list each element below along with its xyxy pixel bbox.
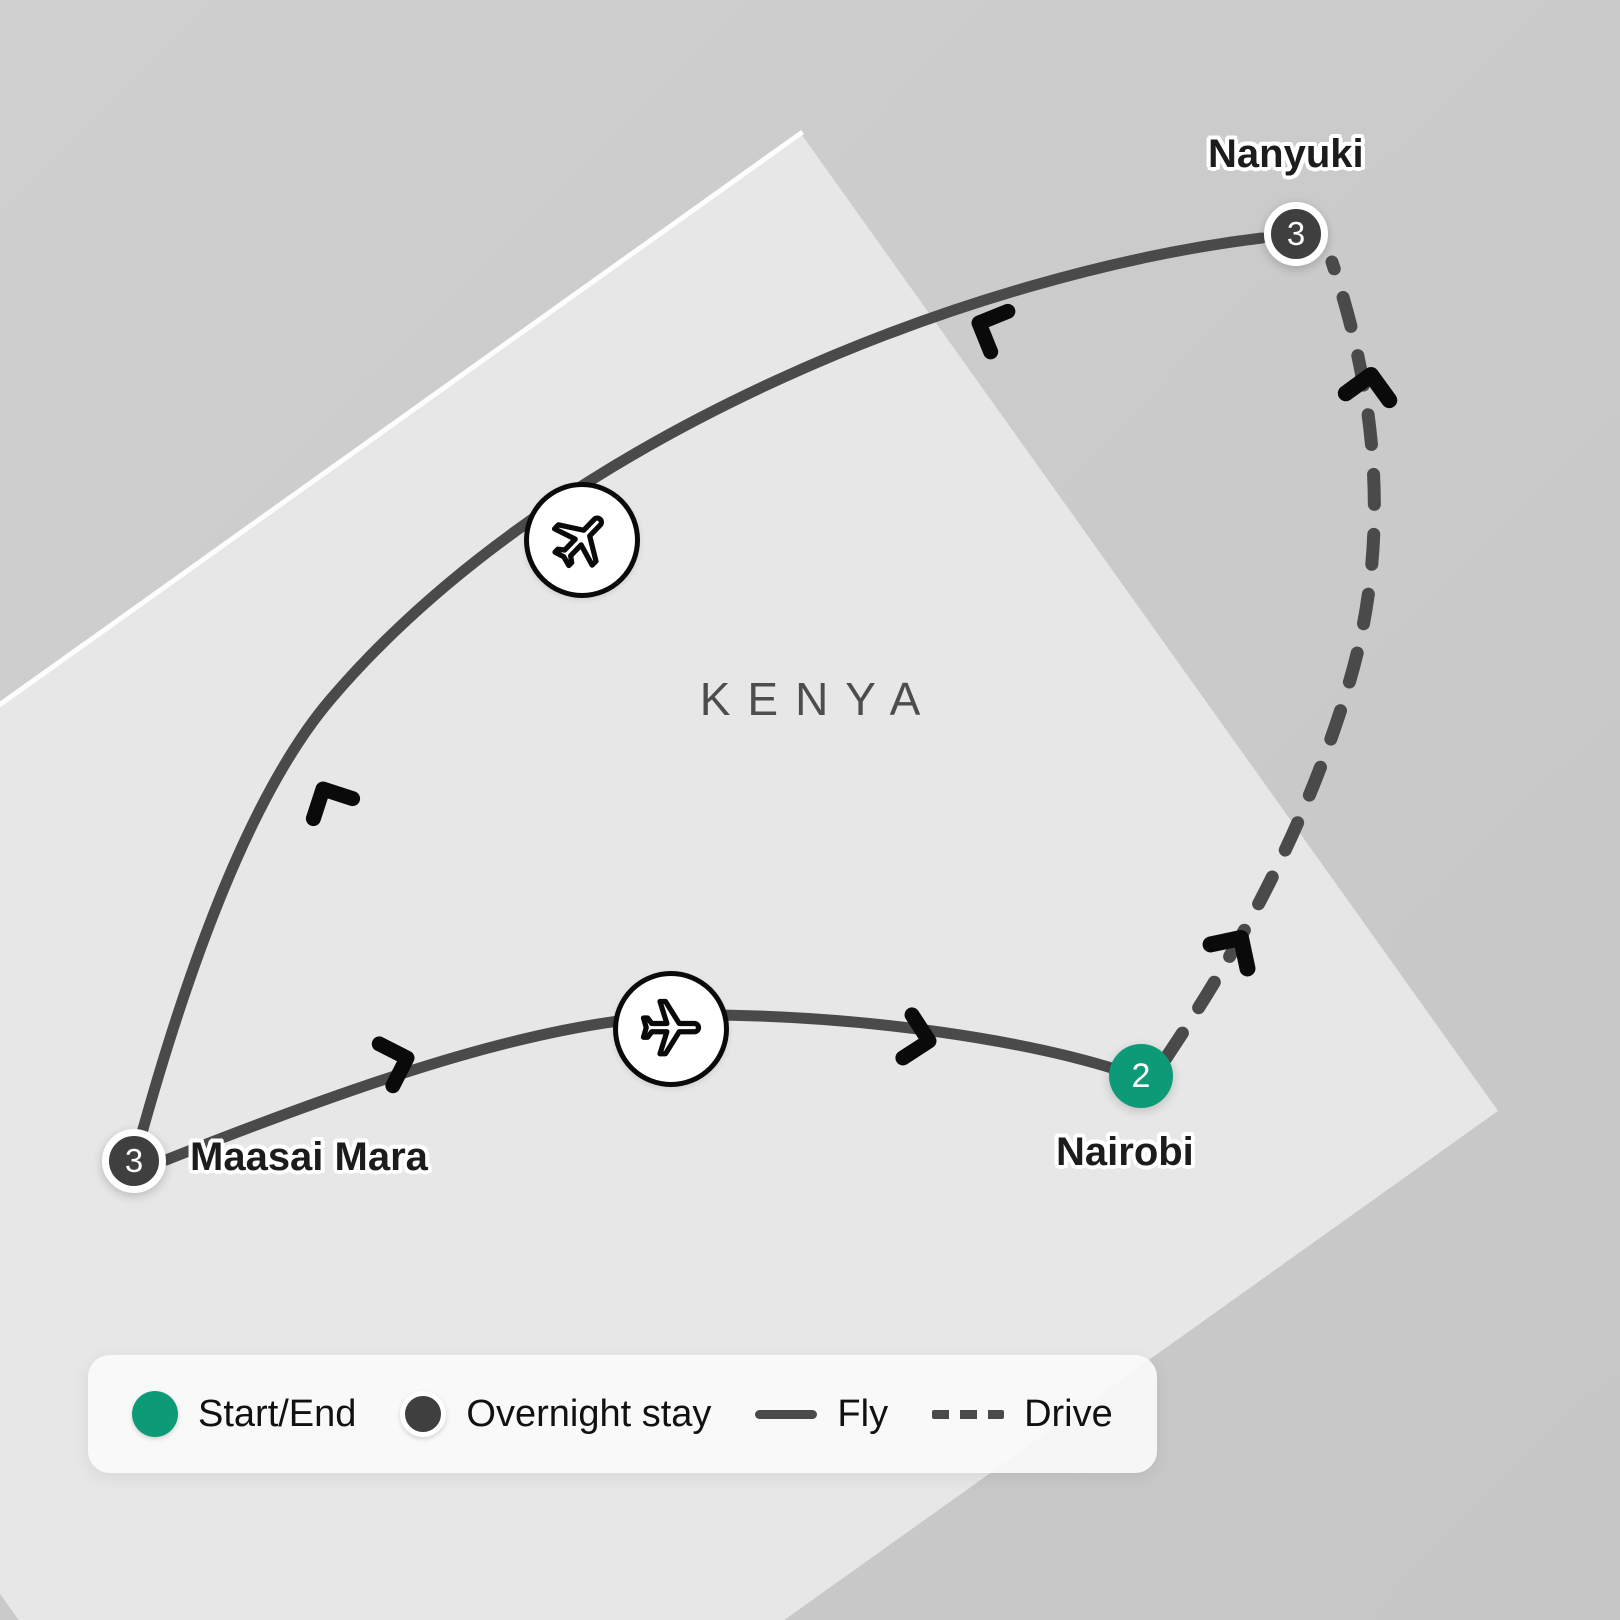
- city-label-nanyuki: Nanyuki: [1208, 132, 1364, 176]
- overnight-marker-icon: [400, 1391, 447, 1437]
- legend-label: Fly: [837, 1392, 889, 1435]
- direction-arrow-drive-1: [1202, 930, 1256, 977]
- direction-arrow-fly-lower-2: [895, 1007, 937, 1066]
- nights-count: 2: [1131, 1056, 1151, 1095]
- city-label-maasai-mara: Maasai Mara: [190, 1135, 428, 1179]
- fly-badge-nanyuki-to-maasai-mara[interactable]: [524, 482, 640, 598]
- city-marker-nanyuki[interactable]: 3: [1264, 202, 1328, 266]
- nights-count: 3: [124, 1142, 144, 1179]
- direction-arrow-drive-2: [1337, 367, 1398, 409]
- legend-item-start-end[interactable]: Start/End: [132, 1391, 356, 1437]
- city-marker-nairobi[interactable]: 2: [1109, 1044, 1173, 1108]
- dashed-line-icon: [932, 1409, 1005, 1419]
- country-label: KENYA: [699, 673, 938, 725]
- airplane-icon: [638, 996, 704, 1062]
- direction-arrow-fly-upper-2: [305, 781, 361, 827]
- direction-arrow-fly-upper-1: [971, 303, 1016, 360]
- legend-label: Drive: [1024, 1392, 1113, 1435]
- airplane-icon: [549, 507, 615, 573]
- map-legend: Start/End Overnight stay Fly Drive: [88, 1355, 1157, 1473]
- legend-item-overnight-stay[interactable]: Overnight stay: [400, 1391, 711, 1437]
- route-path-nanyuki-to-maasai-mara: [134, 232, 1268, 1146]
- legend-item-drive[interactable]: Drive: [932, 1393, 1113, 1436]
- city-marker-maasai-mara[interactable]: 3: [102, 1129, 166, 1193]
- route-path-nairobi-to-nanyuki: [1159, 255, 1381, 1065]
- start-end-marker-icon: [132, 1391, 178, 1437]
- legend-label: Start/End: [198, 1392, 357, 1435]
- nights-count: 3: [1286, 215, 1306, 252]
- legend-item-fly[interactable]: Fly: [755, 1393, 888, 1436]
- city-label-nairobi: Nairobi: [1056, 1130, 1194, 1174]
- fly-badge-maasai-mara-to-nairobi[interactable]: [613, 971, 729, 1087]
- solid-line-icon: [755, 1409, 818, 1419]
- direction-arrow-fly-lower-1: [371, 1036, 415, 1094]
- legend-label: Overnight stay: [466, 1392, 712, 1435]
